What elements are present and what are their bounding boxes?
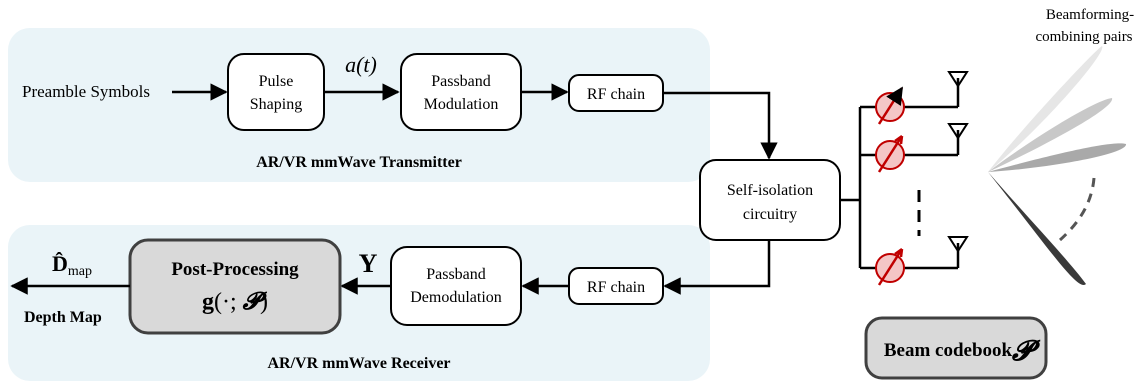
phase-shifter-icon: [875, 86, 905, 125]
transmitter-title: AR/VR mmWave Transmitter: [256, 154, 462, 171]
modulation-label-line2: Modulation: [424, 96, 499, 113]
modulation-label-line1: Passband: [431, 73, 491, 90]
passband-demodulation-block: [390, 246, 522, 326]
post-processing-block: [128, 238, 342, 335]
phase-shifter-icon: [875, 247, 905, 286]
preamble-symbols-label: Preamble Symbols: [22, 82, 150, 101]
beam-pairs-label-line2: combining pairs: [1035, 29, 1132, 45]
transmitter-panel: [8, 28, 710, 182]
self-isolation-label-line2: circuitry: [743, 206, 797, 223]
phase-shifter-icon: [875, 134, 905, 173]
g-symbol: g: [202, 289, 214, 315]
d-map-subscript: map: [68, 264, 92, 279]
demod-label-line1: Passband: [426, 266, 486, 283]
rx-rf-chain-label: RF chain: [587, 279, 645, 296]
pulse-shaping-label-line1: Pulse: [259, 73, 294, 90]
demod-label-line2: Demodulation: [410, 289, 502, 306]
y-label: Y: [359, 249, 378, 278]
self-isolation-label-line1: Self-isolation: [727, 182, 813, 199]
receiver-title: AR/VR mmWave Receiver: [267, 355, 450, 372]
d-map-label: D̂map: [52, 251, 92, 279]
post-processing-function: g(·; 𝓟): [202, 289, 268, 315]
tx-rf-chain-label: RF chain: [587, 86, 645, 103]
g-args-post: ): [260, 289, 268, 315]
antenna-icon: [947, 123, 969, 140]
isolation-to-rx-arrow: [663, 240, 771, 295]
g-args-pre: (·;: [214, 289, 243, 315]
d-hat-symbol: D̂: [52, 251, 68, 276]
pulse-shaping-block: [227, 53, 325, 131]
beam-sweep-arc: [1058, 177, 1096, 242]
antenna-icon: [947, 236, 969, 253]
beam-lobe-3: [988, 143, 1127, 172]
depth-map-label: Depth Map: [24, 309, 102, 326]
post-processing-title: Post-Processing: [171, 259, 299, 280]
pulse-shaping-label-line2: Shaping: [250, 96, 302, 113]
beam-pattern: [988, 46, 1127, 285]
a-of-t-label: a(t): [345, 52, 377, 77]
tx-to-isolation-arrow: [663, 91, 778, 160]
beam-lobe-2: [988, 98, 1113, 172]
self-isolation-block: [699, 159, 841, 241]
beam-lobe-1: [988, 46, 1103, 172]
antenna-icon: [947, 71, 969, 88]
beam-codebook-block: [864, 316, 1048, 380]
beam-lobe-4: [988, 172, 1086, 285]
passband-modulation-block: [400, 53, 522, 131]
beam-pairs-label-line1: Beamforming-: [1046, 7, 1134, 23]
beam-codebook-label: Beam codebook: [884, 340, 1013, 361]
